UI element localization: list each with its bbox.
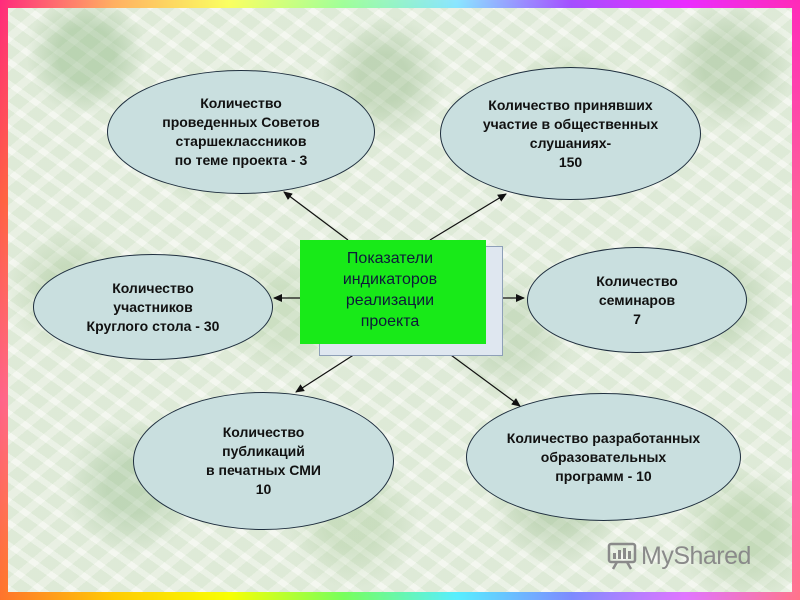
presentation-board-icon xyxy=(607,542,637,570)
node-seminars: Количество семинаров 7 xyxy=(527,247,747,353)
watermark-logo: MyShared xyxy=(607,538,767,574)
node-councils: Количество проведенных Советов старшекла… xyxy=(107,70,375,194)
node-seminars-text: Количество семинаров 7 xyxy=(596,272,678,327)
center-indicators-text: Показатели индикаторов реализации проект… xyxy=(342,250,438,330)
watermark-text: MyShared xyxy=(641,541,751,570)
node-publications-text: Количество публикаций в печатных СМИ 10 xyxy=(206,424,321,497)
node-councils-text: Количество проведенных Советов старшекла… xyxy=(162,95,320,168)
arrow-to-councils xyxy=(283,191,349,241)
center-indicators-box: Показатели индикаторов реализации проект… xyxy=(300,240,486,344)
arrow-to-hearings xyxy=(429,193,507,241)
node-hearings-text: Количество принявших участие в обществен… xyxy=(482,96,659,170)
node-programs: Количество разработанных образовательных… xyxy=(466,393,741,521)
node-round-table-text: Количество участников Круглого стола - 3… xyxy=(86,279,220,334)
node-programs-text: Количество разработанных образовательных… xyxy=(506,429,701,484)
node-round-table: Количество участников Круглого стола - 3… xyxy=(33,254,273,360)
node-hearings: Количество принявших участие в обществен… xyxy=(440,67,701,200)
node-publications: Количество публикаций в печатных СМИ 10 xyxy=(133,392,394,530)
